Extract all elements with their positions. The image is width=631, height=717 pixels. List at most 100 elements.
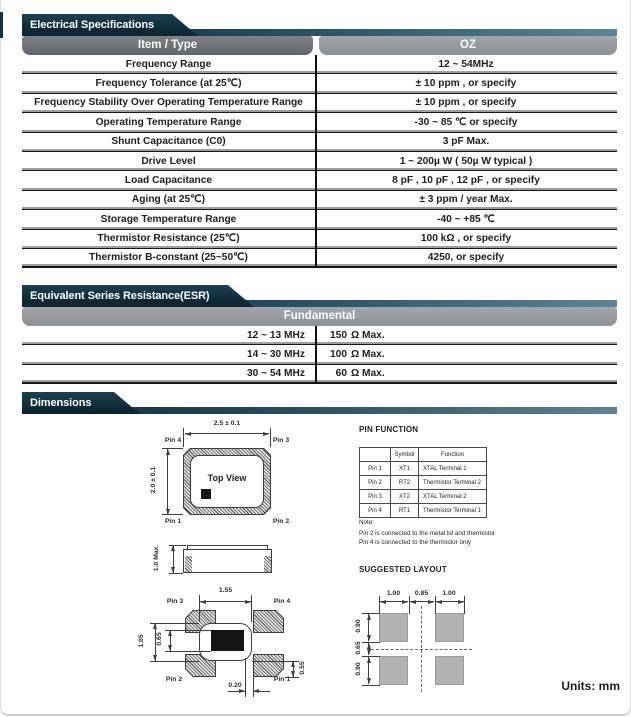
table-row: Thermistor Resistance (25℃)100 kΩ , or s…: [22, 230, 617, 249]
ext-line: [408, 596, 410, 614]
ext-line: [162, 448, 183, 449]
dim-line: [409, 601, 434, 602]
dim-line: [292, 661, 294, 677]
section-header-dimensions: Dimensions: [22, 392, 140, 414]
ext-line: [162, 514, 183, 515]
table-row: Shunt Capacitance (C0) 3 pF Max.: [22, 133, 617, 152]
esr-unit: Ω Max.: [351, 367, 385, 379]
center-line: [371, 648, 472, 650]
arrow: [366, 614, 371, 620]
pin-function-title: PIN FUNCTION: [359, 425, 419, 434]
dim-line: [169, 630, 171, 651]
row-item: Frequency Stability Over Operating Tempe…: [34, 97, 303, 109]
row-value: 4250, or specify: [427, 252, 505, 264]
dim-line: [253, 690, 270, 692]
dim-label: 0.65: [156, 632, 163, 646]
row-item: Thermistor B-constant (25~50℃): [89, 252, 248, 264]
cell: Function: [418, 447, 487, 462]
dim-line: [228, 690, 245, 692]
arrow: [200, 599, 206, 604]
row-value: ± 10 ppm , or specify: [415, 78, 517, 90]
arrow: [366, 649, 371, 655]
layout-pad: [379, 613, 408, 642]
arrow: [153, 623, 157, 629]
cell: RT1: [390, 503, 419, 518]
cell: Pin 1: [359, 461, 391, 476]
table-row: Frequency Stability Over Operating Tempe…: [22, 94, 617, 114]
section-title: Equivalent Series Resistance(ESR): [30, 290, 210, 302]
ext-line: [199, 595, 200, 622]
note-title: Note:: [359, 519, 375, 526]
cell: Pin 2: [359, 475, 391, 490]
row-value: 1 ~ 200µ W ( 50µ W typical ): [399, 155, 533, 167]
pad-hatch: [254, 611, 283, 632]
row-item: Load Capacitance: [124, 175, 213, 187]
cell: XT2: [390, 489, 419, 504]
arrow: [168, 645, 172, 651]
pin1-marker: [201, 489, 211, 499]
table-row: Operating Temperature Range-30 ~ 85 ℃ or…: [22, 113, 617, 133]
cell: [359, 447, 391, 462]
row-value: 3 pF Max.: [442, 136, 490, 148]
arrow: [245, 599, 251, 604]
esr-num: 100: [330, 349, 347, 361]
top-view-lid: [190, 455, 264, 508]
arrow: [427, 599, 434, 604]
dim-label: 1.05: [138, 634, 145, 648]
dim-line: [380, 601, 408, 602]
pin-label: Pin 3: [166, 598, 184, 605]
cell: Pin 4: [359, 503, 391, 518]
esr-value: 100 Ω Max.: [315, 349, 617, 360]
ext-line: [165, 629, 211, 631]
dim-label: 1.00: [442, 590, 456, 597]
row-item: Drive Level: [141, 155, 196, 167]
table-row: Aging (at 25℃) ± 3 ppm / year Max.: [22, 191, 617, 211]
pin-label: Pin 1: [164, 518, 182, 525]
cell: RT2: [390, 475, 419, 490]
dim-line: [368, 657, 369, 684]
table-row: Frequency Range 12 ~ 54MHz: [22, 55, 617, 75]
esr-value: 150 Ω Max.: [315, 330, 617, 341]
pin-label: Pin 4: [273, 598, 291, 605]
cell: XTAL Terminal 2: [418, 489, 487, 504]
dim-label: 2.0 ± 0.1: [150, 466, 157, 494]
row-item: Frequency Range: [125, 58, 212, 70]
cell: XTAL Terminal 1: [418, 461, 487, 476]
note-line: Pin 2 is connected to the metal lid and …: [359, 530, 496, 537]
layout-pad: [379, 656, 408, 685]
esr-range: 14 ~ 30 MHz: [246, 349, 305, 361]
esr-unit: Ω Max.: [351, 349, 385, 361]
note-line: Pin 4 is connected to the thermistor onl…: [359, 539, 472, 546]
suggested-layout-title: SUGGESTED LAYOUT: [359, 565, 447, 574]
row-value: ± 3 ppm / year Max.: [419, 194, 513, 206]
esr-unit: Ω Max.: [351, 329, 385, 341]
arrow: [380, 599, 386, 604]
dim-line: [172, 545, 174, 573]
dim-label: 0.90: [355, 662, 362, 676]
dim-label: 1.0 Max.: [153, 544, 160, 572]
section-title: Dimensions: [30, 397, 92, 409]
column-divider: [315, 55, 317, 268]
row-value: 12 ~ 54MHz: [438, 58, 494, 70]
row-value: 100 kΩ , or specify: [420, 233, 512, 245]
esr-num: 150: [330, 329, 347, 341]
units-label: Units: mm: [561, 679, 620, 693]
ext-line: [270, 428, 271, 447]
arrow: [402, 599, 408, 604]
dim-label: 0.20: [228, 682, 242, 689]
row-item: Shunt Capacitance (C0): [111, 136, 226, 148]
cell: Symbol: [390, 447, 419, 462]
section-bar: [22, 29, 617, 36]
edge-mark: [0, 12, 3, 38]
table-row: Drive Level 1 ~ 200µ W ( 50µ W typical ): [22, 152, 617, 172]
section-header-electrical: Electrical Specifications: [22, 14, 198, 36]
row-item: Aging (at 25℃): [131, 194, 206, 206]
dim-line: [200, 601, 251, 602]
